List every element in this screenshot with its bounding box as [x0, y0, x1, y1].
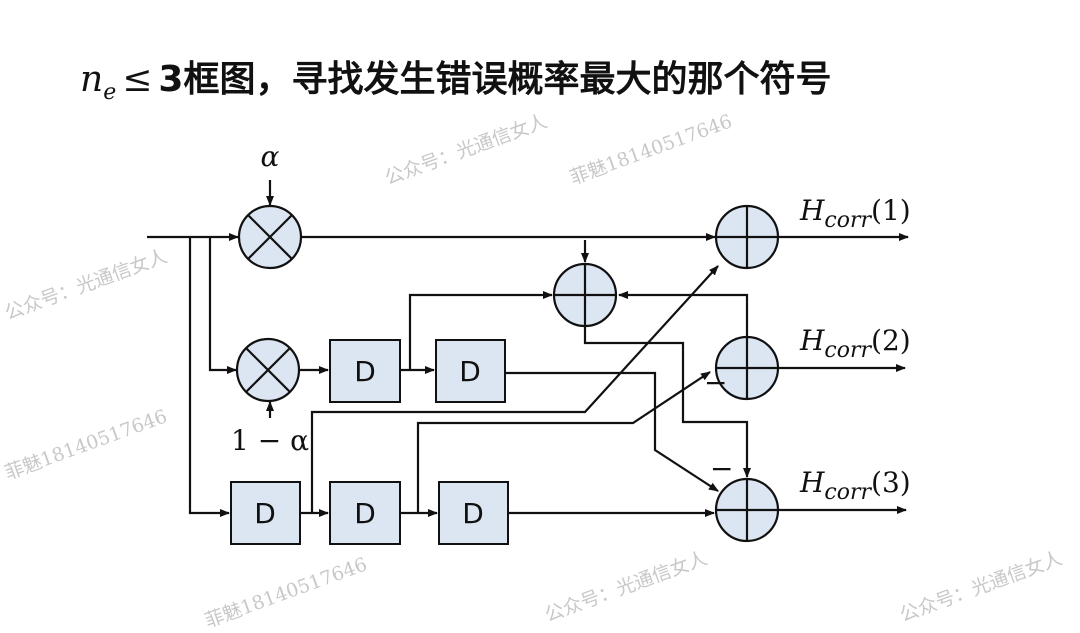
- title-variable: ne: [80, 59, 117, 106]
- title-operator: ≤: [122, 59, 153, 100]
- one-minus-alpha-label: 1 − α: [231, 424, 309, 457]
- adder-output-1: [714, 204, 780, 270]
- adder-output-3: [714, 477, 780, 543]
- output-label-3: Hcorr(3): [799, 466, 911, 505]
- output-label-1: Hcorr(1): [799, 194, 911, 233]
- delay-label: D: [462, 497, 484, 530]
- multiplier-alpha: [237, 204, 303, 270]
- delay-block: [329, 339, 401, 403]
- minus-sign: −: [704, 366, 727, 399]
- block-diagram: D D D D D α 1 − α − − Hcorr(1) Hcorr(2) …: [147, 140, 911, 545]
- delay-label: D: [459, 355, 481, 388]
- alpha-label: α: [261, 140, 280, 173]
- delay-block: [230, 481, 301, 545]
- delay-block: [438, 481, 509, 545]
- minus-sign: −: [710, 452, 733, 485]
- delay-block: [435, 339, 506, 403]
- page-title: ne≤3框图，寻找发生错误概率最大的那个符号: [80, 50, 831, 105]
- delay-label: D: [354, 355, 376, 388]
- delay-label: D: [354, 497, 376, 530]
- delay-block: [329, 481, 401, 545]
- multiplier-one-minus-alpha: [235, 337, 301, 403]
- adder-intermediate: [552, 262, 618, 328]
- branch-to-delay-row: [188, 237, 230, 517]
- title-text: 3框图，寻找发生错误概率最大的那个符号: [158, 59, 832, 100]
- adder-output-2: [714, 335, 780, 401]
- output-label-2: Hcorr(2): [799, 324, 911, 363]
- delay-label: D: [254, 497, 276, 530]
- branch-to-multiplier-2: [208, 237, 237, 374]
